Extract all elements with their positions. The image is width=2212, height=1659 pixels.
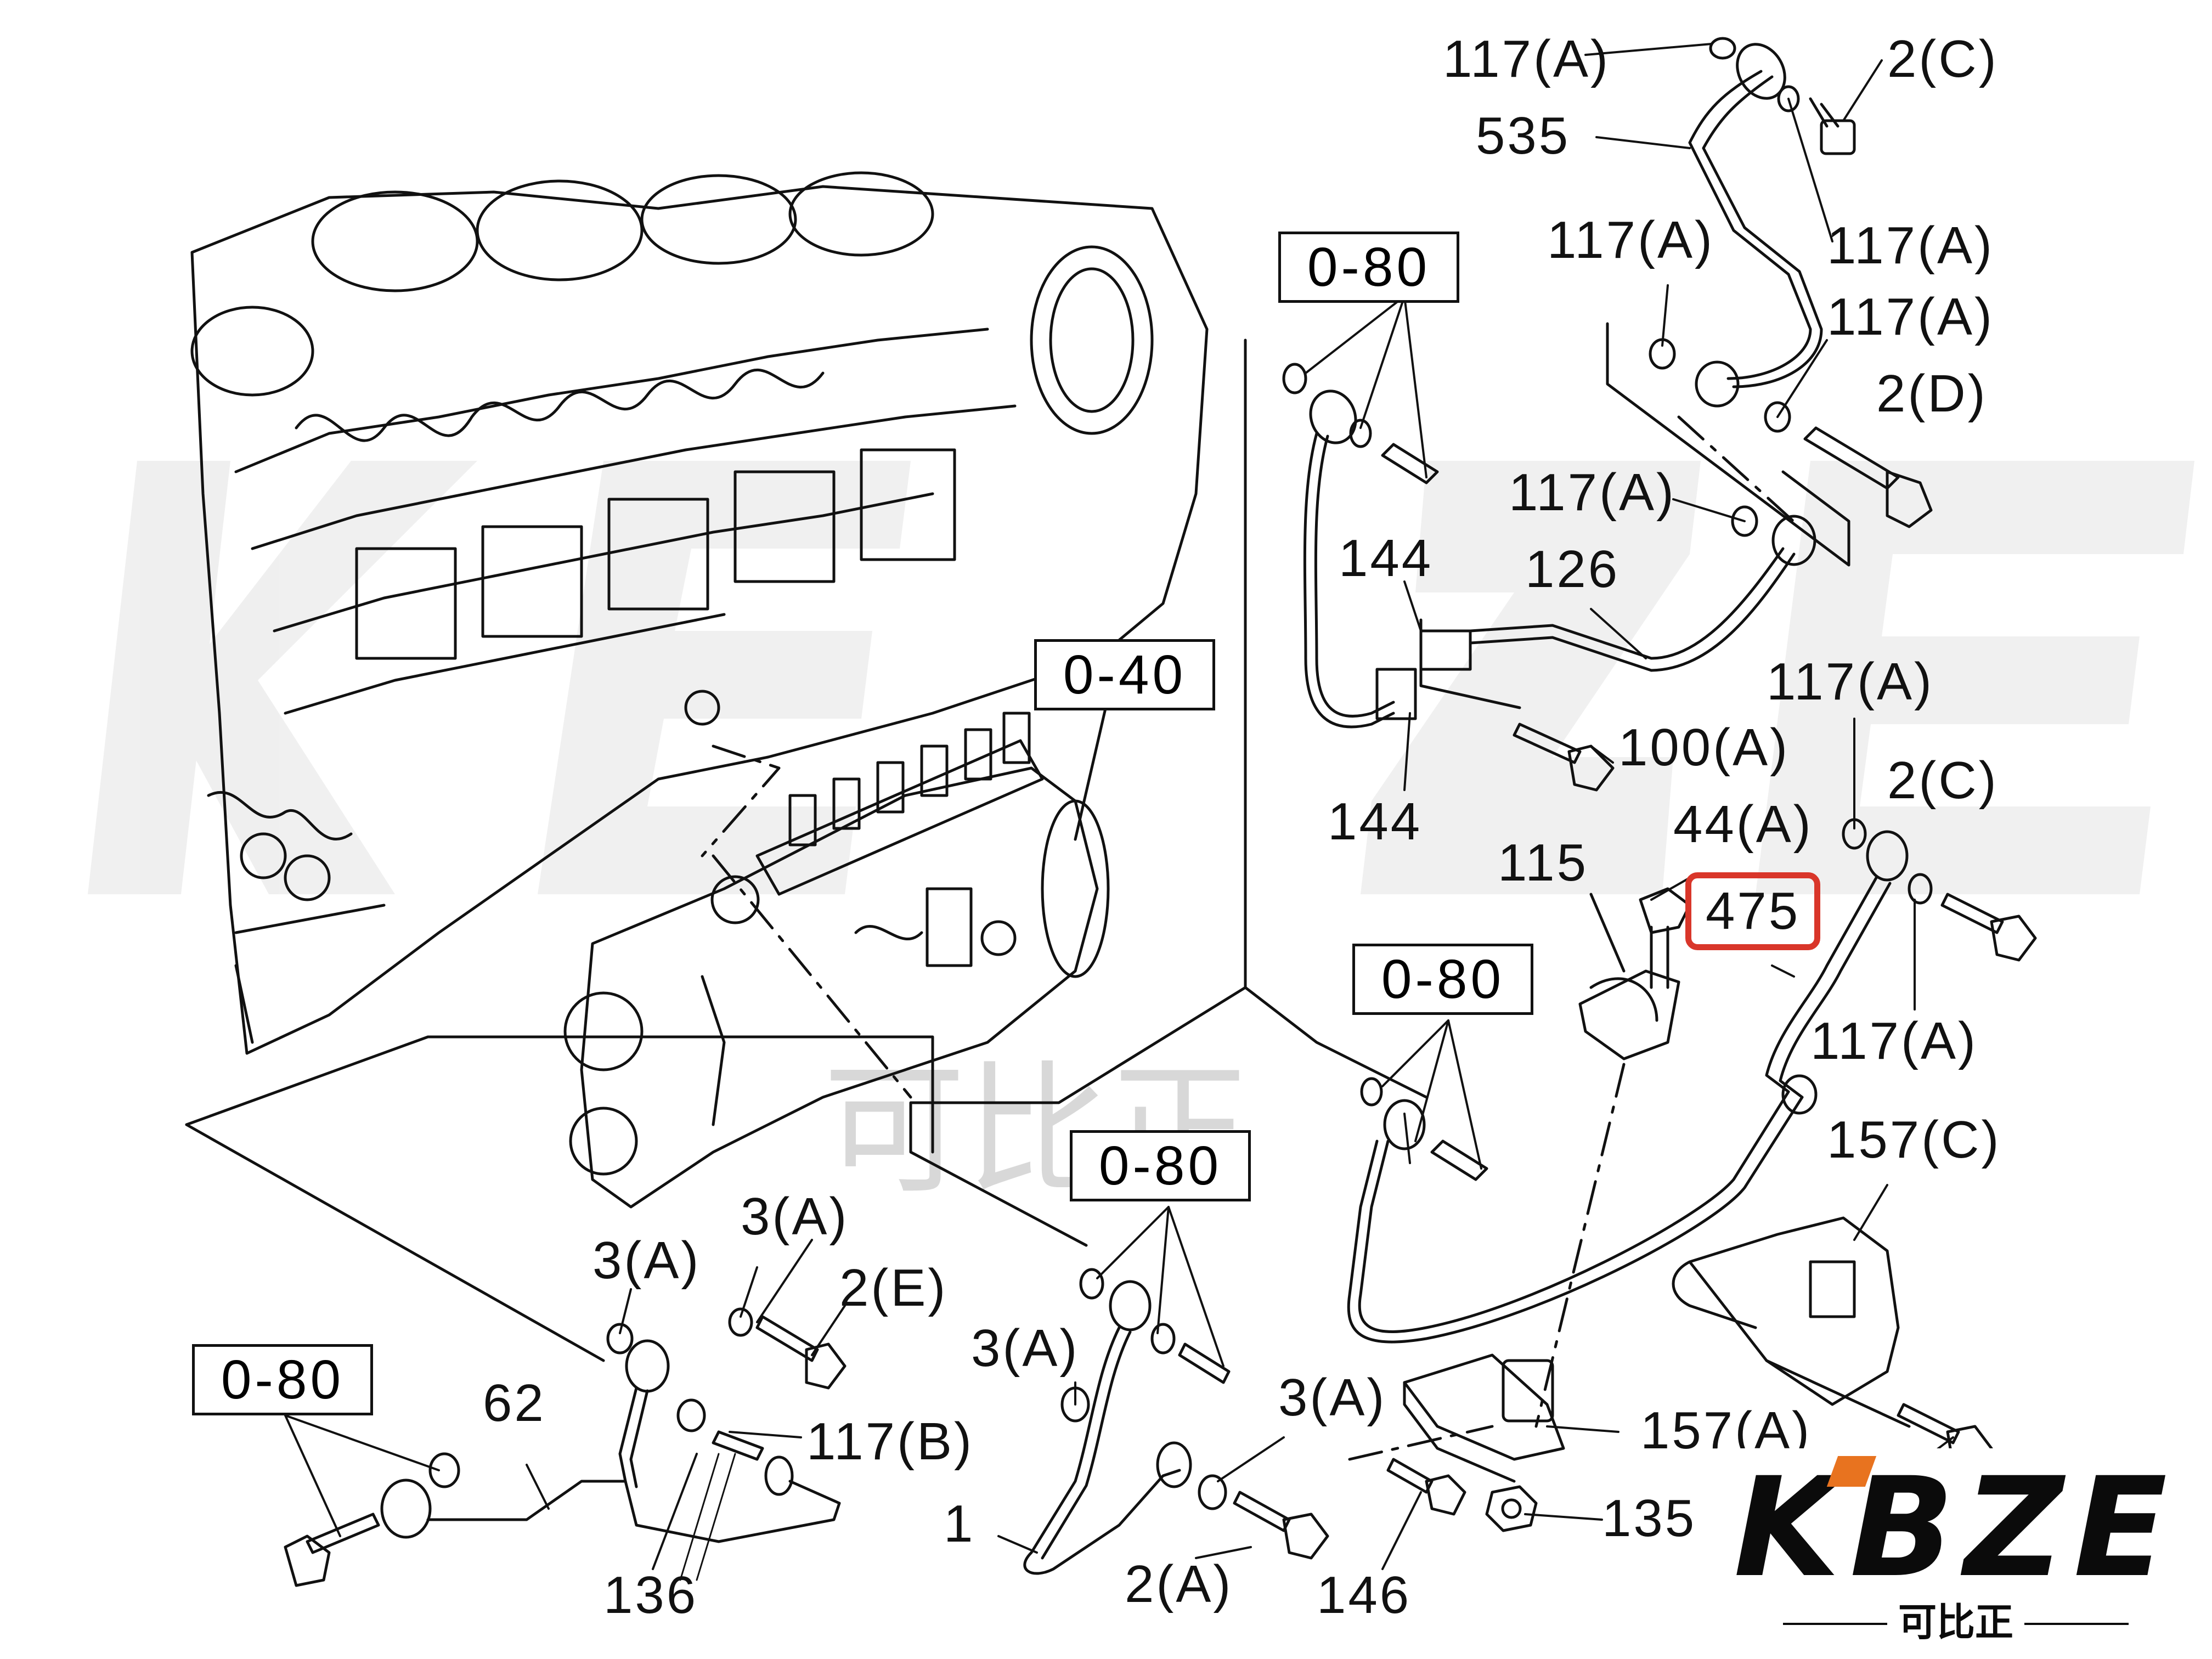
pipe-0-80-top [1282, 363, 1439, 729]
ref-box-middle-right: 0-80 [1352, 944, 1533, 1015]
leader-pump [1074, 695, 1110, 841]
callout-136: 136 [603, 1566, 698, 1624]
bolt-2d [1803, 426, 1933, 528]
bolt-2c-top [1809, 97, 1856, 155]
callout-2c: 2(C) [1887, 751, 1999, 810]
callout-117a: 117(A) [1810, 1012, 1978, 1070]
bolt-100a [1513, 723, 1615, 792]
callout-146: 146 [1317, 1566, 1412, 1624]
leader-lines [526, 43, 1954, 1570]
clamp-115 [1578, 969, 1680, 1060]
ref-leaders [284, 295, 1482, 1537]
pipe-62 [380, 1307, 841, 1543]
engine-block [190, 171, 1209, 1055]
pipe-475 [1347, 818, 1933, 1344]
bolt-2e [755, 1315, 847, 1390]
nut-135 [1485, 1485, 1538, 1532]
callout-117a: 117(A) [1547, 211, 1715, 269]
bolt-2a [1233, 1491, 1329, 1560]
callout-117a: 117(A) [1443, 30, 1611, 88]
ref-box-top-center: 0-80 [1278, 232, 1459, 303]
callout-44a: 44(A) [1673, 795, 1813, 854]
watermark-letters [88, 461, 2194, 894]
pipe-1 [1023, 1268, 1231, 1575]
callout-3a: 3(A) [741, 1187, 849, 1246]
callout-115: 115 [1498, 833, 1589, 892]
brand-logo-subtitle: 可比正 [1898, 1600, 2013, 1645]
bracket-157a [1403, 1353, 1565, 1483]
bolt-146 [1386, 1458, 1466, 1516]
callout-144: 144 [1339, 529, 1434, 588]
brand-logo-rule-left [1783, 1623, 1887, 1625]
pump-delivery-valves [788, 712, 1031, 847]
callout-135: 135 [1602, 1489, 1697, 1548]
callout-475-highlighted: 475 [1685, 872, 1821, 950]
brand-logo-wordmark: KBZE [1734, 1448, 2177, 1607]
ref-box-pump: 0-40 [1034, 639, 1215, 710]
callout-144: 144 [1328, 792, 1423, 851]
callout-3a: 3(A) [592, 1231, 701, 1290]
bolt-2c-mid [1940, 893, 2037, 962]
callout-117a: 117(A) [1509, 463, 1677, 522]
bracket-157c [1672, 1216, 1911, 1428]
bolt-bottom-left [284, 1513, 380, 1587]
callout-117a: 117(A) [1827, 216, 1995, 275]
callout-117b: 117(B) [806, 1412, 974, 1471]
callout-3a: 3(A) [1278, 1368, 1387, 1427]
callout-2c: 2(C) [1887, 30, 1999, 88]
callout-62: 62 [483, 1374, 546, 1432]
callout-1: 1 [944, 1494, 975, 1553]
leader-pump2 [701, 744, 781, 857]
callout-157a: 157(A) [1640, 1401, 1812, 1460]
callout-535: 535 [1476, 106, 1571, 165]
callout-157c: 157(C) [1827, 1110, 2001, 1169]
pipe-126 [1419, 505, 1816, 709]
brand-logo-rule-right [2024, 1623, 2129, 1625]
callout-100a: 100(A) [1618, 718, 1790, 777]
callout-126: 126 [1525, 540, 1620, 599]
callout-3a: 3(A) [971, 1319, 1080, 1378]
callout-2e: 2(E) [839, 1259, 948, 1317]
ref-box-middle-center: 0-80 [1070, 1130, 1251, 1201]
callout-117a: 117(A) [1767, 652, 1934, 711]
callout-117a: 117(A) [1827, 287, 1995, 346]
brand-logo: KBZE 可比正 [1717, 1448, 2200, 1651]
callout-2d: 2(D) [1876, 364, 1988, 423]
callout-2a: 2(A) [1125, 1555, 1233, 1613]
leader-115 [1589, 893, 1626, 973]
injection-pump [563, 712, 1110, 1209]
ref-box-bottom-left: 0-80 [192, 1344, 373, 1415]
frame-pipe-535 [1606, 322, 1850, 567]
pipe-535 [1649, 37, 1823, 433]
